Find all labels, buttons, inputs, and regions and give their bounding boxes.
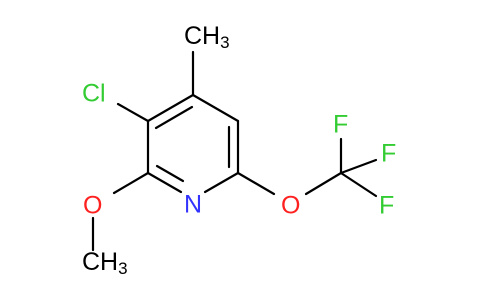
bond-cf3-f2	[339, 158, 378, 175]
bond-n-c2-inner	[155, 164, 185, 183]
atom-methyl-bottom: CH3	[82, 248, 128, 279]
atom-chlorine: Cl	[82, 80, 106, 108]
bond-c2-o	[112, 171, 150, 195]
bond-c6-o	[236, 171, 276, 196]
bond-cf3-f3	[339, 171, 378, 198]
atom-methyl-top: CH3	[184, 22, 230, 53]
bond-c6-n	[203, 171, 240, 194]
bond-c3-c4	[146, 93, 195, 123]
bond-c3-cl	[116, 102, 150, 123]
bond-o-cf3	[304, 171, 343, 196]
atom-fluorine-2: F	[381, 140, 396, 168]
atom-fluorine-1: F	[333, 111, 348, 139]
atom-oxygen-left: O	[83, 192, 102, 220]
bonds	[91, 50, 378, 252]
bond-n-c2	[146, 171, 183, 194]
atom-nitrogen: N	[184, 191, 202, 219]
atom-fluorine-3: F	[379, 192, 394, 220]
atom-oxygen-right: O	[281, 192, 300, 220]
atom-labels: CH3 Cl N O CH3 O F F F	[82, 22, 396, 279]
bond-c4-c5	[191, 93, 240, 123]
bond-c3-c4-inner	[154, 105, 194, 130]
